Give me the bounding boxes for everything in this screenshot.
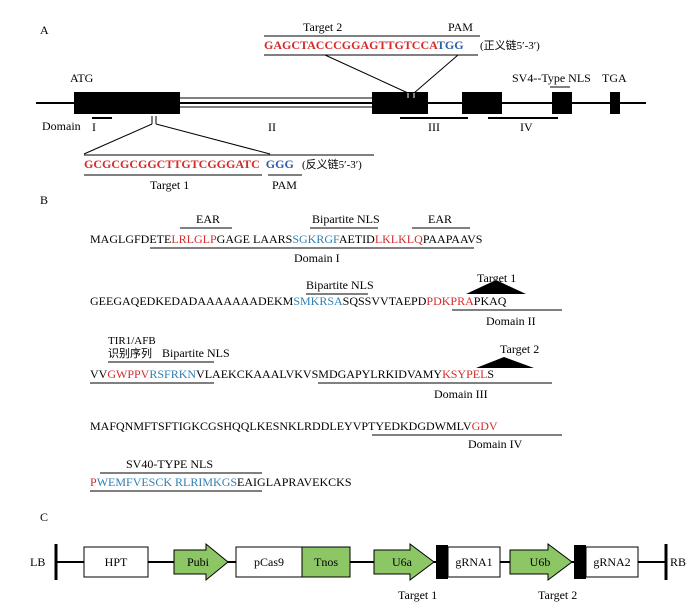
target2-zoom-line-left	[324, 54, 409, 94]
target2-label: Target 2	[303, 20, 342, 34]
grna2-label: gRNA2	[593, 555, 630, 569]
u6b-promoter-arrow	[509, 543, 573, 581]
target1-triangle-marker	[466, 280, 526, 294]
exon-4	[552, 92, 572, 114]
sv40-nls-label: SV4--Type NLS	[512, 71, 591, 85]
target2-pam-label: PAM	[448, 20, 473, 34]
bipartite-nls-label-1: Bipartite NLS	[312, 212, 380, 226]
domain-1-label: I	[92, 120, 96, 134]
target1-pam-sequence: GGG	[266, 157, 294, 171]
domain-ii-label: Domain II	[486, 314, 536, 328]
target2-triangle-marker	[476, 357, 534, 368]
sv40-type-nls-label: SV40-TYPE NLS	[126, 457, 213, 471]
protein-line-4: MAFQNMFTSFTIGKCGSHQQLKESNKLRDDLEYVPTYEDK…	[90, 419, 498, 433]
tir1-afb-label: TIR1/AFB	[108, 335, 156, 347]
ear-label-1: EAR	[196, 212, 220, 226]
grna1-box	[447, 546, 501, 578]
domain-3-label: III	[428, 120, 440, 134]
domain-label: Domain	[42, 119, 81, 133]
pubi-promoter-arrow	[173, 542, 229, 582]
protein-line-1: MAGLGFDETELRLGLPGAGE LAARSSGKRGFAETIDLKL…	[90, 232, 482, 246]
target1-pam-label: PAM	[272, 178, 297, 192]
lb-label: LB	[30, 555, 45, 569]
hpt-box	[83, 546, 149, 578]
target1-sequence: GCGCGCGGCTTGTCGGGATC	[84, 157, 260, 171]
exon-5	[610, 92, 620, 114]
tir1-recognition-label: 识别序列	[108, 346, 152, 360]
target1-zoom-line-left	[83, 123, 153, 155]
target1-construct-label: Target 1	[398, 588, 437, 602]
grna1-label: gRNA1	[455, 555, 492, 569]
svg-text:GAGCTACCCGGAGTTGTCCATGG: GAGCTACCCGGAGTTGTCCATGG	[264, 38, 464, 52]
target1-zoom-line-right	[155, 123, 271, 155]
pcas9-box	[235, 546, 303, 578]
target2-protein-label: Target 2	[500, 342, 539, 356]
domain-iv-label: Domain IV	[468, 437, 523, 451]
domain-4-label: IV	[520, 120, 533, 134]
exon-3	[462, 92, 502, 114]
exon-2	[372, 92, 428, 114]
target1-label: Target 1	[150, 178, 189, 192]
hpt-label: HPT	[105, 555, 128, 569]
u6a-promoter-arrow	[373, 543, 435, 581]
bipartite-nls-label-3: Bipartite NLS	[162, 346, 230, 360]
tnos-label: Tnos	[314, 555, 338, 569]
target2-spacer-block	[574, 545, 586, 579]
pubi-label: Pubi	[187, 555, 210, 569]
bipartite-nls-label-2: Bipartite NLS	[306, 278, 374, 292]
target2-pam-sequence: TGG	[437, 38, 464, 52]
target1-spacer-block	[436, 545, 448, 579]
protein-line-2: GEEGAQEDKEDADAAAAAAADEKMSMKRSASQSSVVTAEP…	[90, 294, 507, 308]
atg-label: ATG	[70, 71, 94, 85]
target1-strand-note: (反义链5′-3′)	[302, 157, 362, 171]
rb-label: RB	[670, 555, 686, 569]
target1-protein-label: Target 1	[477, 271, 516, 285]
grna2-box	[585, 546, 639, 578]
pcas9-label: pCas9	[254, 555, 284, 569]
domain-2-label: II	[268, 120, 276, 134]
target2-sequence: GAGCTACCCGGAGTTGTCCA	[264, 38, 438, 52]
u6a-label: U6a	[392, 555, 413, 569]
tnos-box	[301, 546, 351, 578]
domain-i-label: Domain I	[294, 251, 340, 265]
domain-iii-label: Domain III	[434, 387, 488, 401]
u6b-label: U6b	[530, 555, 551, 569]
protein-line-5: PWEMFVESCK RLRIMKGSEAIGLAPRAVEKCKS	[90, 475, 352, 489]
ear-label-2: EAR	[428, 212, 452, 226]
protein-line-3: VVGWPPVRSFRKNVLAEKCKAAALVKVSMDGAPYLRKIDV…	[90, 367, 494, 381]
target2-strand-note: (正义链5′-3′)	[480, 38, 540, 52]
exon-1	[74, 92, 180, 114]
target2-zoom-line-right	[413, 54, 459, 94]
target2-construct-label: Target 2	[538, 588, 577, 602]
panel-label-c: C	[40, 510, 48, 524]
panel-label-b: B	[40, 193, 48, 207]
panel-label-a: A	[40, 23, 49, 37]
tga-label: TGA	[602, 71, 627, 85]
